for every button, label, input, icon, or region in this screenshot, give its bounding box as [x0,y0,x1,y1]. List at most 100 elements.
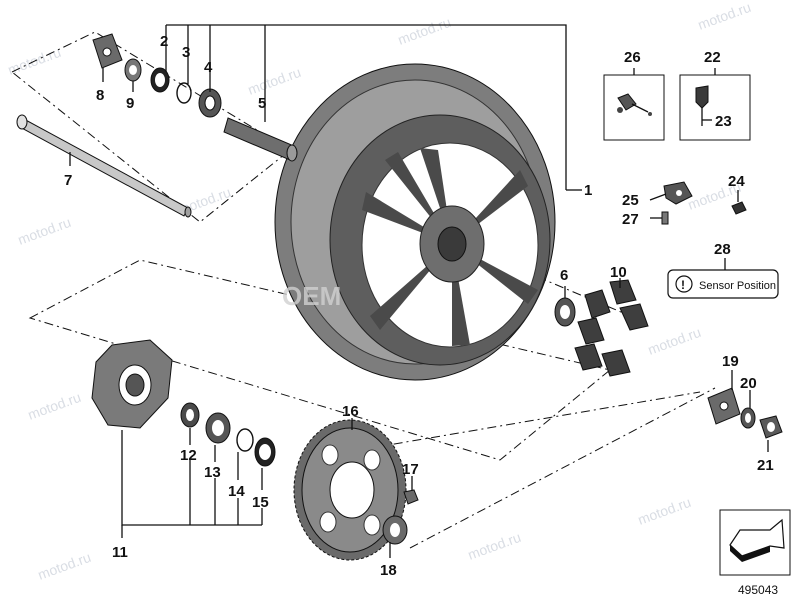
pin-24 [731,201,747,215]
callout-25: 25 [622,192,639,209]
watermark-text: motod.ru [696,0,753,33]
chain-side-axis [409,387,716,549]
callout-17: 17 [402,461,419,478]
callout-7: 7 [64,172,72,189]
axle-head [16,114,28,130]
callout-16: 16 [342,403,359,420]
washer-hole [129,65,137,75]
valve-stem-line [631,103,649,113]
sensor-label-text: Sensor Position [699,280,776,292]
watermark-text: motod.ru [36,549,93,583]
valve-box-26 [603,74,665,141]
callout-12: 12 [180,447,197,464]
diagram-id-box: 495043 [719,509,791,597]
damper-block [609,279,637,305]
callout-5: 5 [258,95,266,112]
axle-shaft [17,117,189,217]
axle-nut-21-hole [767,422,775,432]
hub-parts [91,339,276,467]
sprocket-center [329,461,375,519]
watermark-text: motod.ru [636,494,693,528]
damper-block [584,289,611,319]
spacer-18-bore [390,523,400,537]
valve-cap [648,112,652,116]
callout-23: 23 [715,113,732,130]
adjuster-right-hole [719,401,729,411]
damper-block [577,317,605,345]
callout-22: 22 [704,49,721,66]
callout-3: 3 [182,44,190,61]
sensor-label-frame [667,269,779,299]
callout-21: 21 [757,457,774,474]
direction-arrow-shadow [730,545,770,562]
sprocket-cutout [363,449,381,471]
wheel-hub-bore [437,226,467,262]
adjuster-hole [102,47,112,57]
leader-lines [69,24,769,558]
sensor-position-label: ! Sensor Position [667,269,779,299]
damper-block [619,303,649,331]
watermark-text: motod.ru [16,214,73,248]
hub-assembly-outline [28,259,612,461]
axle-end [184,206,192,218]
sensor-bracket-hole [676,190,682,196]
callout-26: 26 [624,49,641,66]
sprocket-cutout [363,514,381,536]
callout-28: 28 [714,241,731,258]
ball-bearing-bore [204,95,216,111]
sensor-screw-27 [661,211,669,225]
leader-25 [649,193,667,201]
wheel-watermark: OEM [282,281,341,311]
leader-bracket-11 [121,430,262,526]
spacer-sleeve-end [286,144,298,162]
callout-13: 13 [204,464,221,481]
valve-box-frame [603,74,665,141]
circlip-14 [236,428,254,452]
tire-valve [695,85,709,109]
bearing-12-bore [186,409,194,421]
callout-14: 14 [228,483,245,500]
hub-flange-collar [125,373,145,397]
spacer-6-bore [560,305,570,319]
callout-labels: 1 2 3 4 5 6 7 8 9 10 11 12 13 14 15 16 1… [64,33,774,579]
circlip [176,82,192,104]
watermark-text: motod.ru [396,14,453,48]
sprocket-cutout [321,444,339,466]
valve-nut [617,107,623,113]
sensor-warning-icon [675,275,693,293]
left-side-parts [92,33,298,162]
valve-stem [617,93,637,111]
watermark-text: motod.ru [646,324,703,358]
callout-10: 10 [610,264,627,281]
callout-15: 15 [252,494,269,511]
cush-drive [554,279,649,377]
spacer-sleeve [223,117,295,161]
watermark-text: motod.ru [246,64,303,98]
direction-arrow-icon [729,518,785,557]
sprocket-cutout [319,511,337,533]
callout-18: 18 [380,562,397,579]
rear-sprocket [293,419,419,561]
callout-6: 6 [560,267,568,284]
shaft-seal-hole [155,73,165,87]
damper-block [601,349,631,377]
callout-24: 24 [728,173,745,190]
right-side-parts [707,387,783,439]
callout-1: 1 [584,182,592,199]
callout-2: 2 [160,33,168,50]
callout-8: 8 [96,87,104,104]
sensor-box-frame [679,74,751,141]
bearing-13-bore [212,420,224,436]
sprocket-nut-17 [403,489,419,505]
callout-9: 9 [126,95,134,112]
callout-27: 27 [622,211,639,228]
rear-wheel: OEM [274,63,556,381]
sensor-warning-symbol: ! [681,278,685,292]
callout-4: 4 [204,59,213,76]
watermark-text: motod.ru [466,529,523,563]
callout-19: 19 [722,353,739,370]
diagram-id: 495043 [738,583,778,597]
axle-assembly-outline [11,31,291,223]
leader-bracket-top [166,24,567,190]
